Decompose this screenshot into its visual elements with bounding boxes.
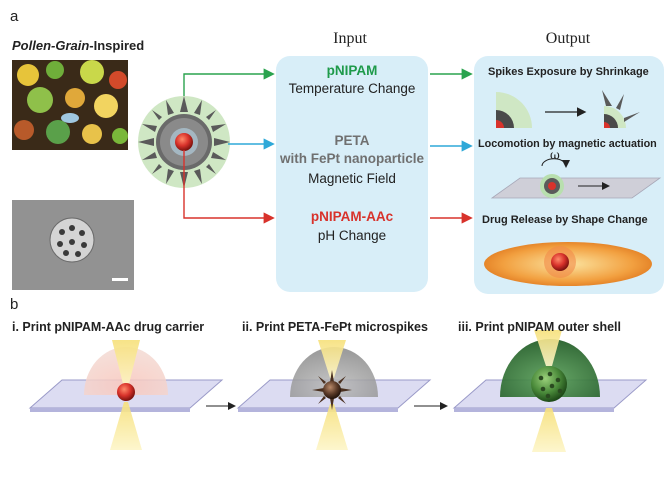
output-1-label: Spikes Exposure by Shrinkage — [488, 66, 649, 78]
input-3-material: pNIPAM-AAc — [310, 209, 394, 224]
arrow-ph-input — [183, 150, 275, 224]
pollen-title-rest: -Inspired — [89, 38, 145, 53]
spiked-microrobot — [138, 96, 230, 188]
input-2-material-line2: with FePt nanoparticle — [279, 151, 425, 166]
omega-symbol: ω — [550, 148, 560, 162]
pollen-title: Pollen-Grain-Inspired — [12, 38, 144, 53]
input-1-stimulus: Temperature Change — [288, 81, 416, 96]
pollen-title-italic: Pollen-Grain — [12, 38, 90, 53]
arrow-temperature-input — [183, 68, 275, 96]
locomotion-icon — [490, 158, 662, 199]
shrinkage-before-icon — [496, 92, 532, 128]
panel-label-b: b — [10, 296, 19, 313]
scale-bar — [112, 278, 128, 281]
step-2-title: ii. Print PETA-FePt microspikes — [242, 320, 428, 334]
drug-release-icon — [484, 242, 652, 286]
output-3-label: Drug Release by Shape Change — [482, 214, 648, 226]
pollen-micrograph — [12, 60, 128, 150]
input-3-stimulus: pH Change — [317, 228, 387, 243]
output-2-label: Locomotion by magnetic actuation — [478, 138, 657, 150]
shrinkage-after-icon — [602, 90, 640, 128]
step-1-title: i. Print pNIPAM-AAc drug carrier — [12, 320, 205, 334]
input-2-material-line1: PETA — [334, 133, 370, 148]
step-3-illustration — [452, 330, 648, 452]
step-2-illustration — [236, 340, 432, 450]
input-box — [276, 56, 428, 292]
input-2-stimulus: Magnetic Field — [308, 171, 396, 186]
sem-image — [12, 200, 134, 290]
panel-label-a: a — [10, 8, 19, 25]
input-header: Input — [333, 30, 367, 47]
step-1-illustration — [28, 340, 224, 450]
input-1-material: pNIPAM — [326, 63, 378, 78]
step-3-title: iii. Print pNIPAM outer shell — [458, 320, 621, 334]
output-header: Output — [545, 30, 591, 47]
